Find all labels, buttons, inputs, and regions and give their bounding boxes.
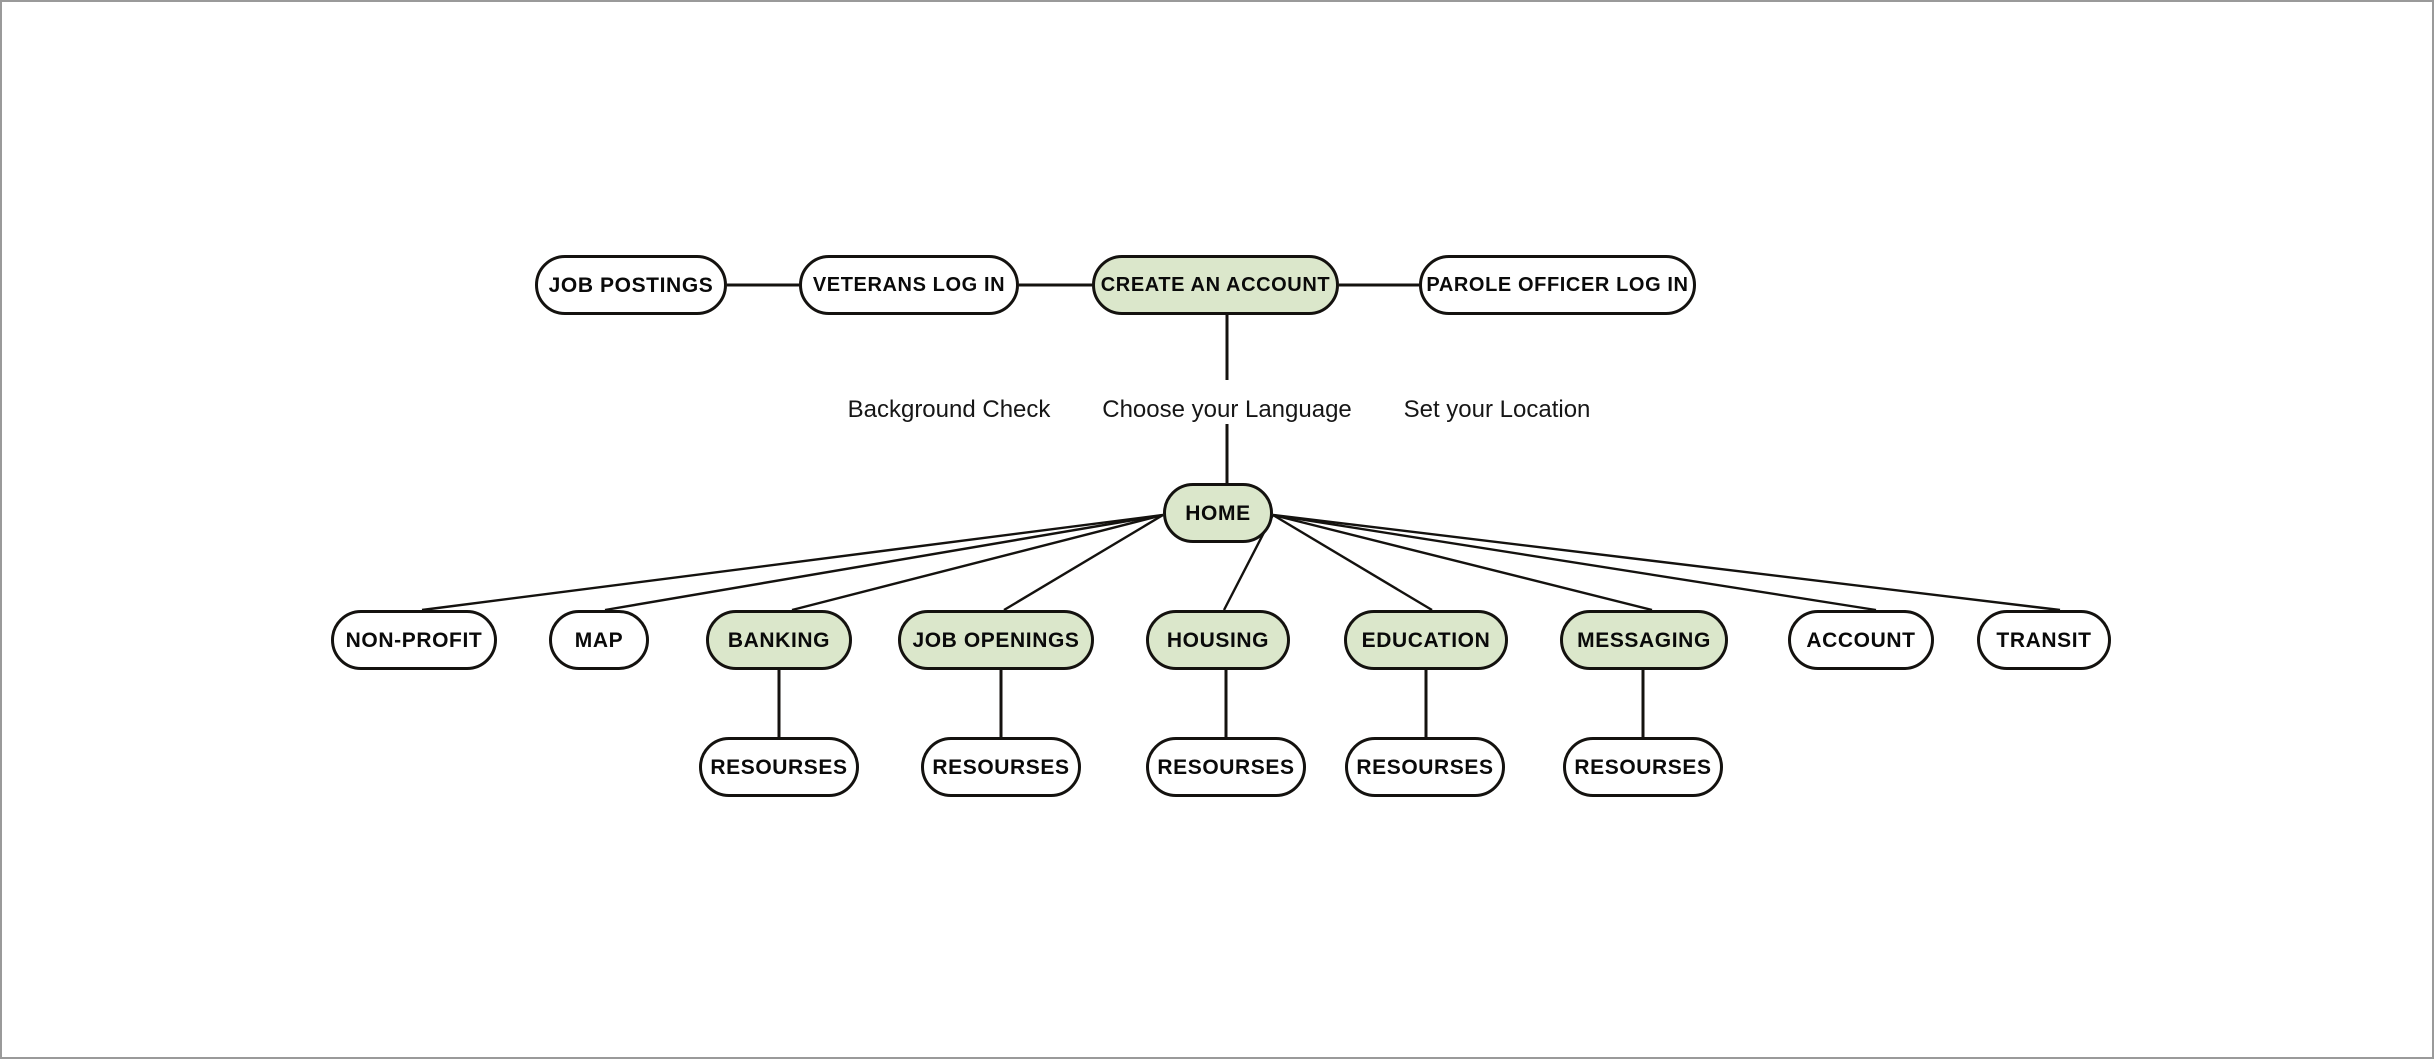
node-messaging[interactable]: MESSAGING	[1560, 610, 1728, 670]
node-label-resourses-job-openings: RESOURSES	[932, 755, 1070, 779]
node-housing[interactable]: HOUSING	[1146, 610, 1290, 670]
edge-home-to-account	[1272, 513, 1877, 612]
node-account[interactable]: ACCOUNT	[1788, 610, 1934, 670]
node-label-non-profit: NON-PROFIT	[345, 628, 483, 652]
node-resourses-housing[interactable]: RESOURSES	[1146, 737, 1306, 797]
node-label-transit: TRANSIT	[1996, 628, 2092, 652]
node-resourses-education[interactable]: RESOURSES	[1345, 737, 1505, 797]
node-label-home: HOME	[1185, 501, 1251, 525]
node-parole-officer-log-in[interactable]: PAROLE OFFICER LOG IN	[1419, 255, 1696, 315]
node-map[interactable]: MAP	[549, 610, 649, 670]
step-label-choose-your-language: Choose your Language	[1094, 396, 1360, 424]
edge-home-to-transit	[1272, 513, 2061, 612]
node-label-resourses-messaging: RESOURSES	[1574, 755, 1712, 779]
node-banking[interactable]: BANKING	[706, 610, 852, 670]
edge-home-to-banking	[791, 513, 1164, 612]
node-label-veterans-log-in: VETERANS LOG IN	[812, 274, 1006, 296]
node-resourses-messaging[interactable]: RESOURSES	[1563, 737, 1723, 797]
edge-home-to-education	[1272, 513, 1433, 612]
node-label-map: MAP	[574, 628, 624, 652]
node-label-resourses-education: RESOURSES	[1356, 755, 1494, 779]
node-resourses-job-openings[interactable]: RESOURSES	[921, 737, 1081, 797]
node-label-messaging: MESSAGING	[1577, 628, 1711, 652]
node-label-resourses-housing: RESOURSES	[1157, 755, 1295, 779]
node-label-parole-officer-log-in: PAROLE OFFICER LOG IN	[1426, 274, 1689, 296]
node-non-profit[interactable]: NON-PROFIT	[331, 610, 497, 670]
node-label-create-an-account: CREATE AN ACCOUNT	[1100, 274, 1331, 296]
node-job-postings[interactable]: JOB POSTINGS	[535, 255, 727, 315]
step-label-set-your-location: Set your Location	[1395, 396, 1599, 424]
node-job-openings[interactable]: JOB OPENINGS	[898, 610, 1094, 670]
node-label-housing: HOUSING	[1166, 628, 1270, 652]
node-label-account: ACCOUNT	[1806, 628, 1916, 652]
node-education[interactable]: EDUCATION	[1344, 610, 1508, 670]
node-veterans-log-in[interactable]: VETERANS LOG IN	[799, 255, 1019, 315]
node-label-education: EDUCATION	[1361, 628, 1491, 652]
node-create-an-account[interactable]: CREATE AN ACCOUNT	[1092, 255, 1339, 315]
node-transit[interactable]: TRANSIT	[1977, 610, 2111, 670]
edge-home-to-non-profit	[421, 513, 1164, 612]
edge-home-to-map	[604, 513, 1164, 612]
step-label-background-check: Background Check	[839, 396, 1059, 424]
edge-home-to-messaging	[1272, 513, 1653, 612]
edge-home-to-job-openings	[1003, 513, 1164, 612]
node-label-resourses-banking: RESOURSES	[710, 755, 848, 779]
node-label-job-postings: JOB POSTINGS	[548, 273, 714, 297]
node-label-banking: BANKING	[727, 628, 831, 652]
node-home[interactable]: HOME	[1163, 483, 1273, 543]
node-resourses-banking[interactable]: RESOURSES	[699, 737, 859, 797]
node-label-job-openings: JOB OPENINGS	[912, 628, 1080, 652]
